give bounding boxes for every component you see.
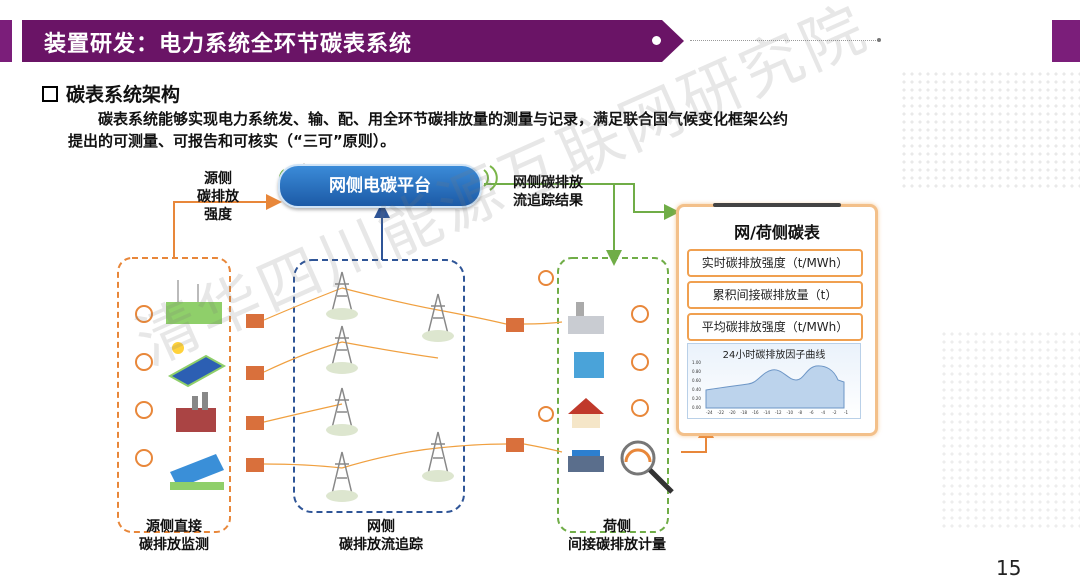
header-arrow xyxy=(662,20,684,62)
background-dot-map xyxy=(900,70,1080,190)
grid-carbon-platform: 网侧电碳平台 xyxy=(278,164,482,208)
grid-trace-result-line-2: 流追踪结果 xyxy=(513,193,583,209)
x-tick-label: -24 xyxy=(706,410,713,415)
pylon-bases xyxy=(326,308,454,502)
house-icon xyxy=(568,398,604,428)
grid-trace-result-label: 网侧碳排放 流追踪结果 xyxy=(500,174,596,210)
power-plant-icon xyxy=(176,392,216,432)
source-monitor-label: 源侧直接 碳排放监测 xyxy=(118,518,230,554)
load-metering-line-2: 间接碳排放计量 xyxy=(568,537,666,553)
factory-icon xyxy=(568,302,604,334)
x-tick-label: -20 xyxy=(729,410,736,415)
sensor-icons-load xyxy=(538,270,649,422)
source-intensity-line-1: 源侧 xyxy=(204,171,232,187)
x-tick-label: -8 xyxy=(798,410,802,415)
paragraph-line-1: 碳表系统能够实现电力系统发、输、配、用全环节碳排放量的测量与记录，满足联合国气候… xyxy=(98,110,789,128)
emission-factor-curve: 1.000.800.600.400.200.00-24-22-20-18-16-… xyxy=(692,360,848,415)
x-tick-label: -10 xyxy=(787,410,794,415)
transmission-lines xyxy=(263,287,563,469)
grid-trace-result-line-1: 网侧碳排放 xyxy=(513,175,583,191)
page-number: 15 xyxy=(996,556,1022,580)
source-intensity-label: 源侧 碳排放 强度 xyxy=(188,170,248,224)
grid-side-group xyxy=(293,259,465,513)
carbon-gauge-magnifier-icon xyxy=(620,440,674,494)
intro-paragraph: 碳表系统能够实现电力系统发、输、配、用全环节碳排放量的测量与记录，满足联合国气候… xyxy=(68,108,948,152)
header-band xyxy=(22,20,662,62)
x-tick-label: -2 xyxy=(833,410,837,415)
grid-trace-line-1: 网侧 xyxy=(367,519,395,535)
average-intensity-field: 平均碳排放强度（t/MWh） xyxy=(687,313,863,341)
page-title: 装置研发：电力系统全环节碳表系统 xyxy=(44,32,413,57)
source-intensity-line-2: 碳排放 xyxy=(197,189,239,205)
meter-card-top-bar xyxy=(713,203,841,207)
x-tick-label: -1 xyxy=(844,410,848,415)
source-to-platform-arrow xyxy=(173,194,282,258)
section-title: 碳表系统架构 xyxy=(66,84,181,106)
load-side-group xyxy=(557,257,669,533)
paragraph-line-2: 提出的可测量、可报告和可核实（“三可”原则）。 xyxy=(68,132,396,150)
curve-area xyxy=(705,365,845,409)
carbon-meter-architecture-diagram: 网侧电碳平台 源侧 碳排放 强度 网侧碳排放 流追踪结果 源侧直接 碳排放监测 … xyxy=(106,152,890,560)
x-tick-label: -14 xyxy=(764,410,771,415)
curve-title: 24小时碳排放因子曲线 xyxy=(722,350,826,361)
source-monitor-line-1: 源侧直接 xyxy=(146,519,202,535)
y-tick-label: 0.00 xyxy=(692,405,701,410)
carbon-meter-card: 网/荷侧碳表 实时碳排放强度（t/MWh） 累积间接碳排放量（t） 平均碳排放强… xyxy=(676,203,878,436)
source-intensity-line-3: 强度 xyxy=(204,207,232,223)
x-tick-label: -12 xyxy=(775,410,782,415)
header-dotted-line xyxy=(690,40,880,41)
x-tick-label: -6 xyxy=(810,410,814,415)
header-dot xyxy=(652,36,661,45)
y-tick-label: 0.40 xyxy=(692,387,701,392)
y-tick-label: 0.80 xyxy=(692,369,701,374)
x-tick-label: -18 xyxy=(741,410,748,415)
data-center-icon xyxy=(574,352,604,378)
sensor-icons-source xyxy=(135,305,153,467)
load-metering-line-1: 荷侧 xyxy=(603,519,631,535)
x-tick-label: -22 xyxy=(718,410,725,415)
section-bullet-icon xyxy=(42,86,58,102)
meter-link-arrow xyxy=(681,422,714,453)
hydro-dam-icon xyxy=(170,454,224,490)
wind-farm-icon xyxy=(166,280,222,324)
diagram-canvas xyxy=(117,163,714,533)
background-dot-map-lower xyxy=(940,330,1080,530)
header-dot-end xyxy=(877,38,881,42)
header-right-accent xyxy=(1052,20,1080,62)
x-tick-label: -16 xyxy=(752,410,759,415)
grid-trace-line-2: 碳排放流追踪 xyxy=(339,537,423,553)
load-metering-label: 荷侧 间接碳排放计量 xyxy=(552,518,682,554)
header-left-accent xyxy=(0,20,12,62)
substation-icons xyxy=(246,314,524,472)
platform-to-meter-arrow xyxy=(614,183,680,220)
ev-charging-icon xyxy=(568,450,604,472)
source-monitor-line-2: 碳排放监测 xyxy=(139,537,209,553)
y-tick-label: 0.60 xyxy=(692,378,701,383)
realtime-intensity-field: 实时碳排放强度（t/MWh） xyxy=(687,249,863,277)
cumulative-emission-field: 累积间接碳排放量（t） xyxy=(687,281,863,309)
solar-farm-icon xyxy=(167,342,227,388)
grid-trace-label: 网侧 碳排放流追踪 xyxy=(316,518,446,554)
meter-card-title: 网/荷侧碳表 xyxy=(734,223,820,242)
x-tick-label: -4 xyxy=(821,410,825,415)
pylon-icons xyxy=(331,271,449,495)
y-tick-label: 1.00 xyxy=(692,360,701,365)
y-tick-label: 0.20 xyxy=(692,396,701,401)
